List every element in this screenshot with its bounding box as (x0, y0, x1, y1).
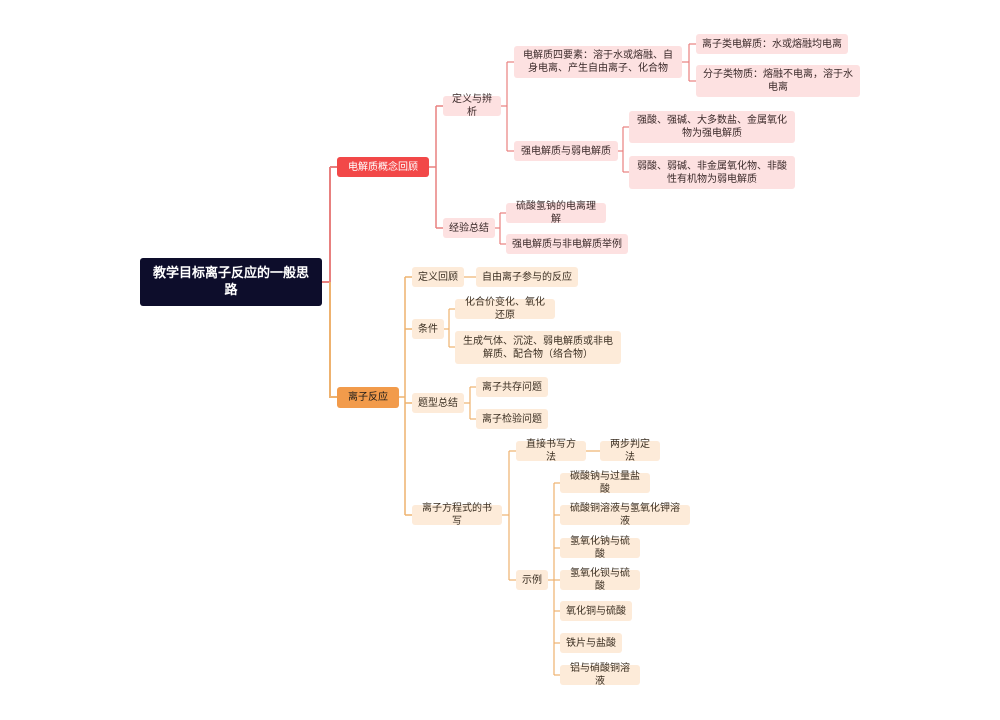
node-electrolyte-review[interactable]: 电解质概念回顾 (337, 157, 429, 177)
node-direct-method[interactable]: 直接书写方法 (516, 439, 586, 463)
node-definition-review[interactable]: 定义回顾 (412, 267, 464, 287)
node-strong-electrolyte[interactable]: 强酸、强碱、大多数盐、金属氧化物为强电解质 (629, 111, 795, 143)
node-example[interactable]: 氧化铜与硫酸 (560, 601, 632, 621)
node-coexistence[interactable]: 离子共存问题 (476, 377, 548, 397)
node-sodium-bisulfate[interactable]: 硫酸氢钠的电离理解 (506, 201, 606, 225)
node-gas-precipitate[interactable]: 生成气体、沉淀、弱电解质或非电解质、配合物（络合物） (455, 331, 621, 364)
node-conditions[interactable]: 条件 (412, 319, 444, 339)
node-example[interactable]: 氢氧化钡与硫酸 (560, 568, 640, 592)
node-ionic-equation[interactable]: 离子方程式的书写 (412, 503, 502, 527)
node-molecular-substance[interactable]: 分子类物质：熔融不电离，溶于水电离 (696, 65, 860, 97)
node-weak-electrolyte[interactable]: 弱酸、弱碱、非金属氧化物、非酸性有机物为弱电解质 (629, 156, 795, 189)
node-experience[interactable]: 经验总结 (443, 218, 495, 238)
node-example[interactable]: 铝与硝酸铜溶液 (560, 663, 640, 687)
root-node[interactable]: 教学目标离子反应的一般思路 (140, 258, 322, 306)
node-strong-vs-nonelectrolyte[interactable]: 强电解质与非电解质举例 (506, 234, 628, 254)
node-example[interactable]: 氢氧化钠与硫酸 (560, 536, 640, 560)
node-redox[interactable]: 化合价变化、氧化还原 (455, 297, 555, 321)
node-example[interactable]: 铁片与盐酸 (560, 633, 622, 653)
node-examples[interactable]: 示例 (516, 570, 548, 590)
node-ion-reaction[interactable]: 离子反应 (337, 387, 399, 408)
node-ionic-electrolyte[interactable]: 离子类电解质：水或熔融均电离 (696, 34, 848, 54)
node-strong-weak[interactable]: 强电解质与弱电解质 (514, 141, 618, 161)
node-example[interactable]: 硫酸铜溶液与氢氧化钾溶液 (560, 503, 690, 527)
node-definition[interactable]: 定义与辨析 (443, 94, 501, 118)
node-free-ion-reaction[interactable]: 自由离子参与的反应 (476, 267, 578, 287)
connector (329, 282, 337, 398)
node-two-step[interactable]: 两步判定法 (600, 439, 660, 463)
node-four-elements[interactable]: 电解质四要素：溶于水或熔融、自身电离、产生自由离子、化合物 (514, 46, 682, 78)
node-example[interactable]: 碳酸钠与过量盐酸 (560, 471, 650, 495)
node-ion-test[interactable]: 离子检验问题 (476, 409, 548, 429)
node-question-types[interactable]: 题型总结 (412, 393, 464, 413)
